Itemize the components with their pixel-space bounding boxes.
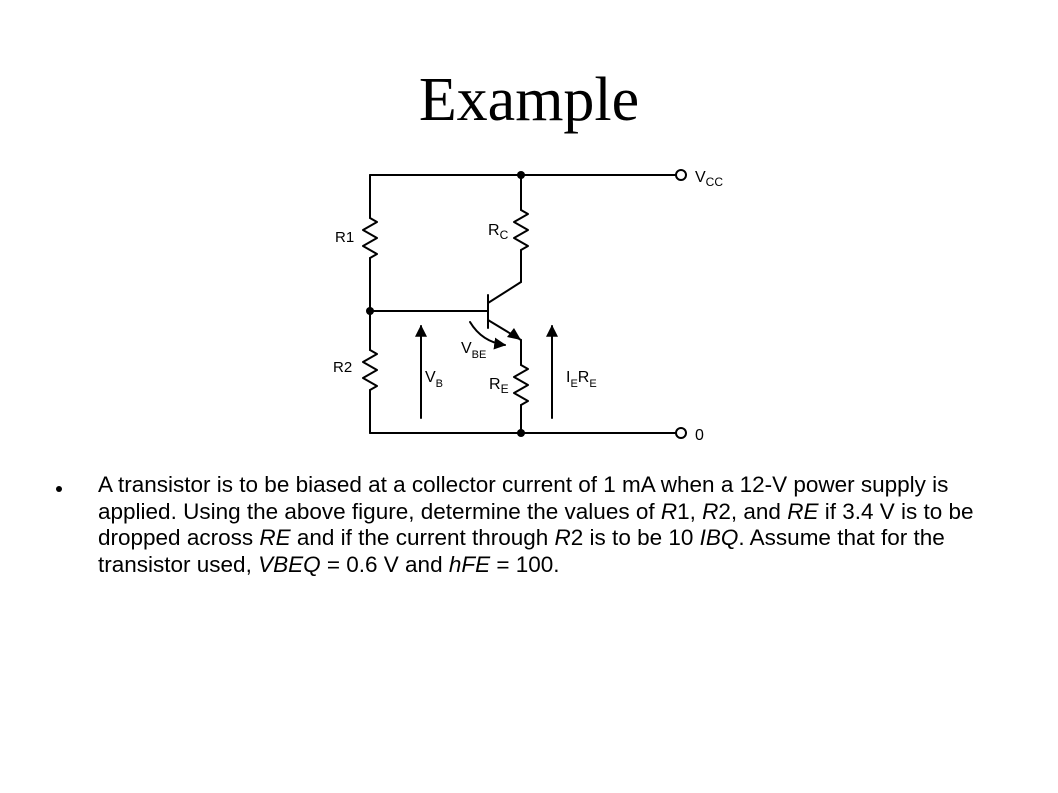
r1-resistor <box>362 217 378 259</box>
emitter-arrowhead <box>507 328 521 340</box>
r1-label: R1 <box>335 229 354 246</box>
bullet-dot <box>56 486 62 492</box>
junction-dot <box>517 171 525 179</box>
junction-dot <box>517 429 525 437</box>
vcc-label: VCC <box>695 169 723 189</box>
ground-terminal <box>675 427 687 439</box>
r2-resistor <box>362 349 378 391</box>
r2-label: R2 <box>333 359 352 376</box>
rc-resistor <box>513 209 529 251</box>
problem-statement: A transistor is to be biased at a collec… <box>98 472 974 577</box>
vbe-label: VBE <box>461 340 486 361</box>
ground-label: 0 <box>695 427 704 444</box>
re-resistor <box>513 364 529 406</box>
bullet-item: A transistor is to be biased at a collec… <box>56 472 1016 578</box>
re-label: RE <box>489 376 509 396</box>
vcc-terminal <box>675 169 687 181</box>
junction-dot <box>366 307 374 315</box>
slide-title: Example <box>418 66 640 134</box>
rc-label: RC <box>488 222 509 242</box>
iere-label: IERE <box>566 369 597 390</box>
vb-label: VB <box>425 369 443 390</box>
vbe-arrow <box>469 321 507 350</box>
transistor-collector-lead <box>487 281 522 304</box>
